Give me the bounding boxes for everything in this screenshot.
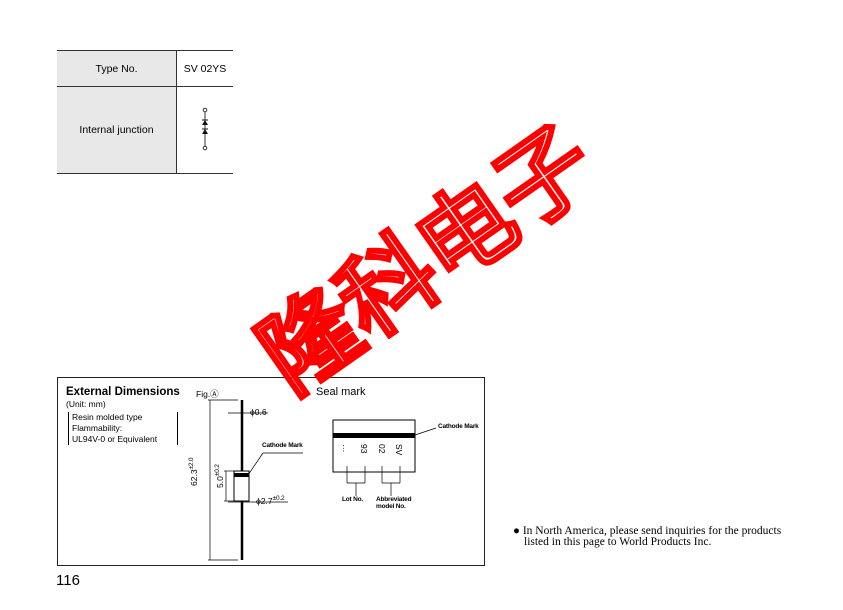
- seal-char-93: 93: [359, 444, 369, 454]
- total-length: 62.3±2.0: [188, 457, 199, 486]
- table-row: Internal junction: [57, 86, 233, 174]
- lot-no-label: Lot No.: [342, 496, 363, 503]
- seal-char-02: 02: [377, 444, 387, 454]
- body-diameter: ϕ2.7±0.2: [256, 495, 285, 506]
- external-dimensions-box: External Dimensions (Unit: mm) Resin mol…: [57, 377, 485, 566]
- internal-junction-label: Internal junction: [57, 86, 177, 174]
- seal-cathode-mark-label: Cathode Mark: [438, 423, 479, 430]
- diode-symbol-icon: [202, 107, 208, 150]
- material-notes: Resin molded type Flammability: UL94V-0 …: [68, 412, 178, 445]
- seal-char-dots: …: [341, 444, 351, 453]
- unit-label: (Unit: mm): [66, 399, 106, 409]
- spec-table: Type No. SV 02YS Internal junction: [57, 50, 233, 174]
- dimensions-title: External Dimensions: [66, 386, 180, 398]
- type-no-value: SV 02YS: [176, 50, 233, 87]
- body-length: 5.0±0.2: [214, 464, 225, 488]
- fig-label: Fig.Ⓐ: [196, 389, 219, 399]
- lead-diameter: ϕ0.6: [250, 407, 267, 417]
- seal-char-sv: SV: [394, 444, 404, 456]
- north-america-note: ● In North America, please send inquirie…: [513, 525, 782, 548]
- type-no-label: Type No.: [57, 50, 177, 87]
- seal-mark-title: Seal mark: [316, 386, 366, 398]
- watermark-text: 隆科电子: [241, 106, 615, 414]
- cathode-mark-label: Cathode Mark: [262, 442, 303, 449]
- table-row: Type No. SV 02YS: [57, 50, 233, 87]
- diode-drawing: [208, 399, 437, 561]
- page-number: 116: [56, 572, 80, 589]
